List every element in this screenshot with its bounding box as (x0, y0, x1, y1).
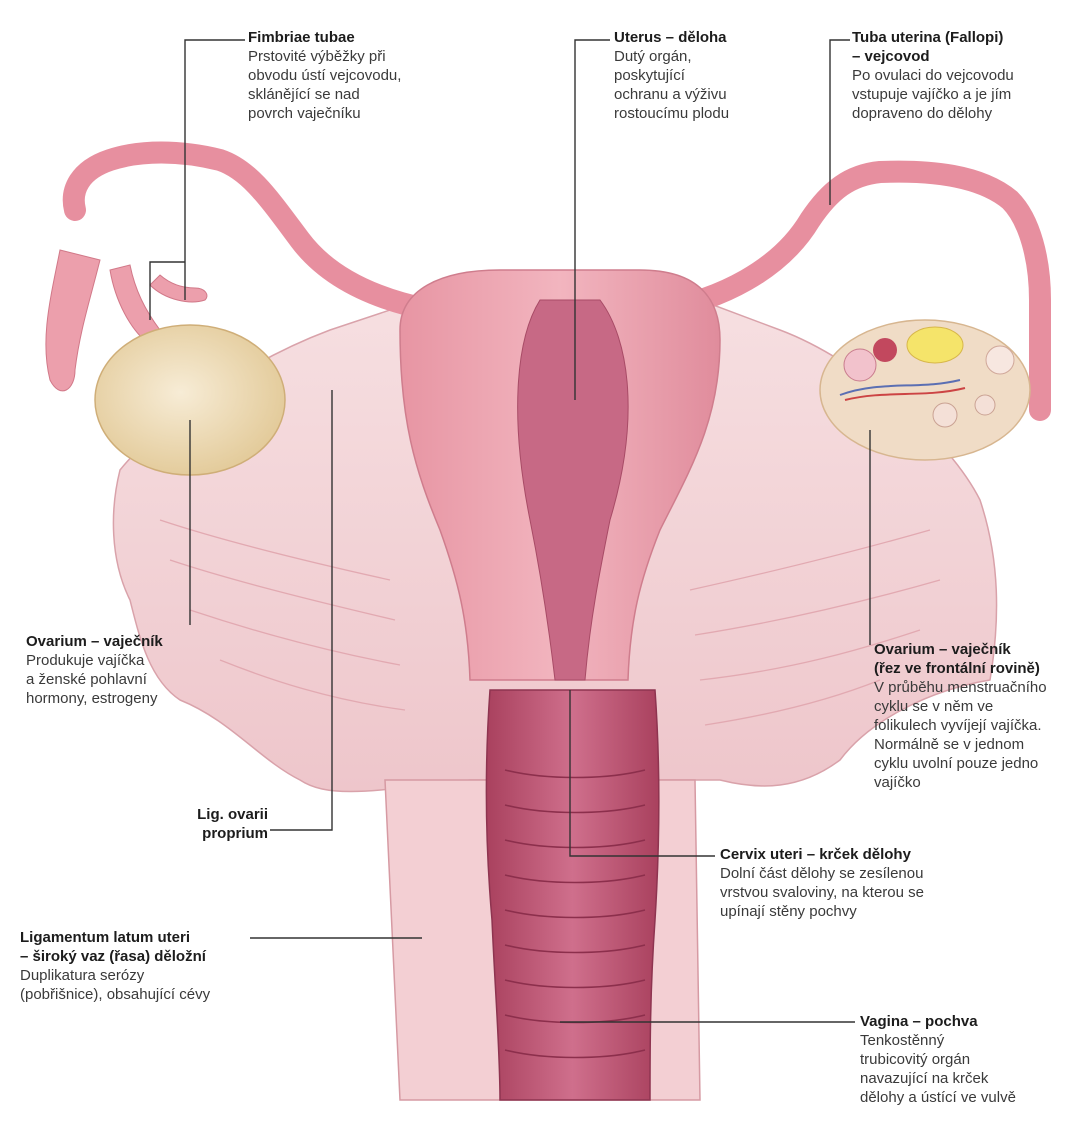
label-ligamentum: Ligamentum latum uteri – široký vaz (řas… (20, 928, 210, 1004)
label-cervix: Cervix uteri – krček dělohy Dolní část d… (720, 845, 924, 921)
vagina-title: Vagina – pochva (860, 1012, 1016, 1031)
ligamentum-desc: Duplikatura serózy (pobřišnice), obsahuj… (20, 966, 210, 1004)
fimbriae-title: Fimbriae tubae (248, 28, 401, 47)
cervix-vagina-section (486, 690, 658, 1100)
fimbriae-desc: Prstovité výběžky při obvodu ústí vejcov… (248, 47, 401, 123)
uterus-title: Uterus – děloha (614, 28, 729, 47)
cervix-desc: Dolní část dělohy se zesílenou vrstvou s… (720, 864, 924, 921)
label-ovarium-right: Ovarium – vaječník (řez ve frontální rov… (874, 640, 1047, 792)
ovarium-left-title: Ovarium – vaječník (26, 632, 163, 651)
lig-ovarii-title: Lig. ovarii proprium (193, 805, 268, 843)
ovarium-left-desc: Produkuje vajíčka a ženské pohlavní horm… (26, 651, 163, 708)
ovarium-right-title: Ovarium – vaječník (řez ve frontální rov… (874, 640, 1047, 678)
uterus-desc: Dutý orgán, poskytující ochranu a výživu… (614, 47, 729, 123)
cervix-title: Cervix uteri – krček dělohy (720, 845, 924, 864)
tuba-desc: Po ovulaci do vejcovodu vstupuje vajíčko… (852, 66, 1014, 123)
label-lig-ovarii: Lig. ovarii proprium (193, 805, 268, 843)
label-tuba: Tuba uterina (Fallopi) – vejcovod Po ovu… (852, 28, 1014, 123)
label-uterus: Uterus – děloha Dutý orgán, poskytující … (614, 28, 729, 123)
label-ovarium-left: Ovarium – vaječník Produkuje vajíčka a ž… (26, 632, 163, 708)
ovarium-right-desc: V průběhu menstruačního cyklu se v něm v… (874, 678, 1047, 792)
label-vagina: Vagina – pochva Tenkostěnný trubicovitý … (860, 1012, 1016, 1107)
vagina-desc: Tenkostěnný trubicovitý orgán navazující… (860, 1031, 1016, 1107)
ligamentum-title: Ligamentum latum uteri – široký vaz (řas… (20, 928, 210, 966)
tuba-title: Tuba uterina (Fallopi) – vejcovod (852, 28, 1014, 66)
label-fimbriae: Fimbriae tubae Prstovité výběžky při obv… (248, 28, 401, 123)
